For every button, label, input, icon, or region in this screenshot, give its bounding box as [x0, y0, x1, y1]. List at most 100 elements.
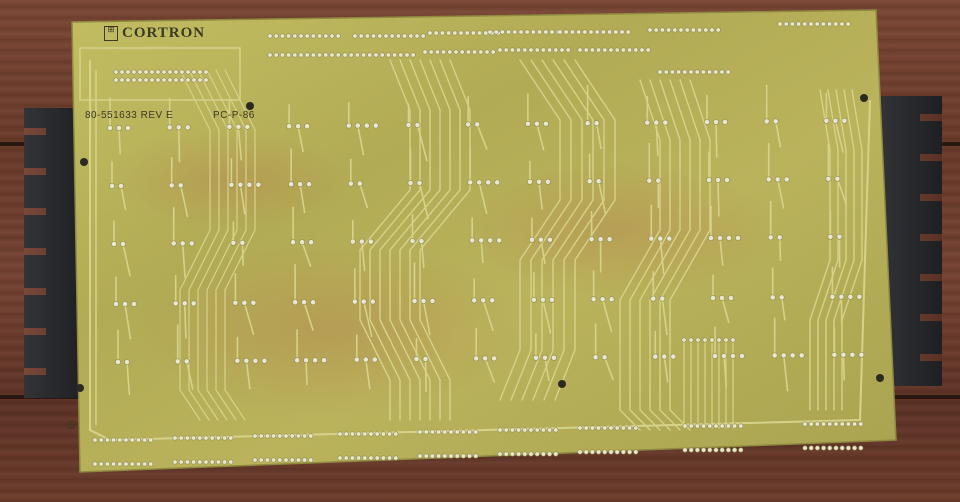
copper-trace [825, 89, 847, 411]
solder-pad [525, 120, 531, 127]
solder-pad [367, 52, 373, 58]
solder-pad [358, 238, 365, 245]
solder-pad [459, 49, 465, 55]
solder-pad [137, 77, 143, 83]
solder-pad [522, 451, 528, 457]
copper-trace [197, 69, 229, 421]
solder-pad [179, 77, 185, 83]
solder-pad [497, 47, 503, 53]
solder-pad [117, 437, 123, 443]
solder-pad [323, 33, 329, 39]
solder-pad [377, 33, 383, 39]
copper-trace [480, 239, 484, 264]
solder-pad [540, 427, 546, 433]
solder-pad [802, 421, 808, 427]
solder-pad [547, 451, 553, 457]
solder-pad [111, 461, 117, 467]
solder-pad [614, 425, 620, 431]
solder-pad [682, 423, 688, 429]
solder-pad [646, 177, 653, 184]
solder-pad [351, 298, 358, 305]
solder-pad [148, 437, 154, 443]
copper-trace [499, 59, 561, 401]
solder-pad [672, 27, 678, 33]
solder-pad [627, 449, 633, 455]
solder-pad [279, 52, 285, 58]
solder-pad [858, 421, 864, 427]
solder-pad [849, 351, 856, 358]
solder-pad [553, 47, 559, 53]
copper-trace [303, 301, 314, 331]
copper-trace [659, 237, 665, 275]
copper-trace [359, 182, 369, 209]
solder-pad [446, 30, 452, 36]
solder-pad [385, 52, 391, 58]
copper-trace [188, 69, 220, 421]
solder-pad [477, 30, 483, 36]
solder-pad [416, 180, 423, 186]
solder-pad [292, 299, 298, 306]
copper-trace [237, 126, 243, 161]
solder-pad [267, 52, 273, 58]
solder-pad [115, 359, 121, 365]
solder-pad [730, 353, 736, 359]
solder-pad [389, 33, 395, 39]
solder-pad [484, 49, 490, 55]
solder-pad [191, 69, 197, 75]
solder-pad [228, 459, 234, 465]
solder-pad [713, 447, 719, 453]
solder-pad [125, 69, 131, 75]
solder-pad [124, 359, 130, 365]
solder-pad [98, 461, 104, 467]
solder-pad [420, 33, 426, 39]
solder-pad [356, 455, 362, 461]
solder-pad [113, 301, 119, 307]
solder-pad [246, 181, 253, 188]
solder-pad [852, 445, 858, 451]
solder-pad [489, 297, 496, 304]
solder-pad [833, 421, 839, 427]
solder-pad [298, 52, 304, 58]
solder-pad [373, 52, 379, 58]
solder-pad [321, 357, 327, 364]
solder-pad [545, 178, 551, 185]
solder-pad [724, 177, 730, 183]
solder-pad [823, 117, 830, 124]
solder-pad [349, 455, 355, 461]
copper-trace [243, 302, 255, 336]
copper-trace [297, 125, 304, 153]
solder-pad [715, 177, 721, 183]
solder-pad [264, 457, 270, 463]
solder-pad [473, 429, 479, 435]
copper-trace [538, 181, 543, 210]
solder-pad [172, 300, 179, 307]
solder-pad [418, 238, 425, 244]
solder-pad [518, 29, 524, 35]
solder-pad [436, 429, 442, 435]
solder-pad [271, 457, 277, 463]
copper-trace [181, 242, 186, 278]
solder-pad [827, 21, 833, 27]
solder-pad [528, 451, 534, 457]
solder-pad [434, 49, 440, 55]
solder-pad [719, 69, 725, 75]
solder-pad [177, 182, 184, 189]
copper-trace [603, 356, 614, 381]
solder-pad [393, 431, 399, 437]
solder-pad [710, 295, 716, 301]
solder-pad [607, 29, 613, 35]
solder-pad [297, 181, 303, 188]
solder-pad [808, 445, 814, 451]
solder-pad [441, 49, 447, 55]
solder-pad [471, 297, 478, 304]
solder-pad [349, 238, 356, 245]
solder-pad [694, 423, 700, 429]
solder-pad [392, 52, 398, 58]
solder-pad [442, 453, 448, 459]
solder-pad [183, 358, 190, 365]
solder-pad [342, 52, 348, 58]
solder-pad [719, 447, 725, 453]
copper-trace [778, 236, 782, 262]
solder-pad [335, 52, 341, 58]
solder-pad [362, 431, 368, 437]
